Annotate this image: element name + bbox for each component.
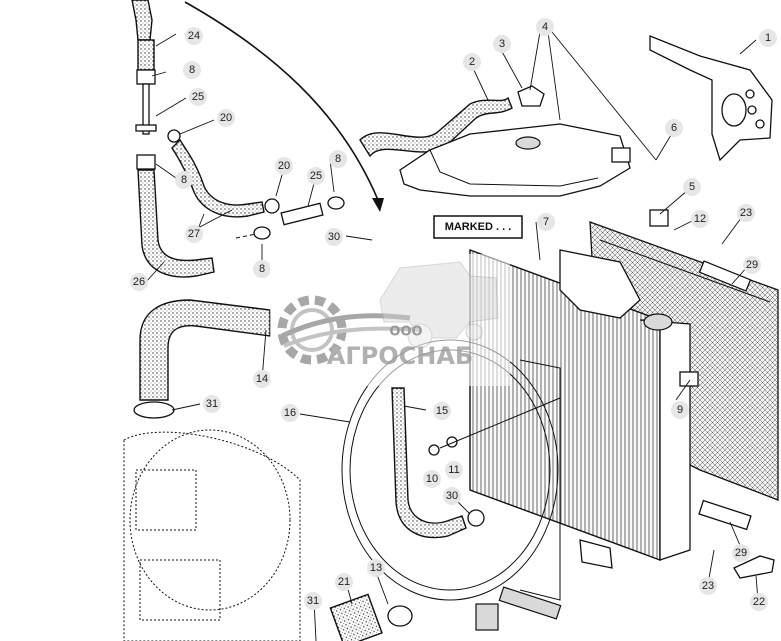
drain-plug xyxy=(733,555,775,579)
svg-text:15: 15 xyxy=(436,405,448,417)
callout-23a: 23 xyxy=(737,204,755,222)
hose-clamp-31-left xyxy=(133,401,175,419)
callout-30b: 30 xyxy=(443,487,461,505)
callout-20b: 20 xyxy=(275,157,293,175)
svg-text:4: 4 xyxy=(542,21,548,33)
marked-label-text: MARKED . . . xyxy=(445,221,512,233)
svg-text:8: 8 xyxy=(189,64,195,76)
svg-text:31: 31 xyxy=(206,398,218,410)
callout-26: 26 xyxy=(130,273,148,291)
callout-24: 24 xyxy=(185,27,203,45)
svg-text:9: 9 xyxy=(677,404,683,416)
callout-5: 5 xyxy=(683,178,701,196)
watermark-prefix: ООО xyxy=(389,325,422,340)
bolt-line xyxy=(439,397,561,449)
svg-text:11: 11 xyxy=(448,464,459,476)
gear-logo-icon xyxy=(277,295,421,365)
shroud-bracket xyxy=(649,35,773,162)
callout-31a: 31 xyxy=(203,395,221,413)
svg-text:1: 1 xyxy=(765,32,771,44)
callout-8a: 8 xyxy=(183,61,201,79)
engine-outline xyxy=(123,429,301,641)
callout-6: 6 xyxy=(665,119,683,137)
svg-text:22: 22 xyxy=(753,596,765,608)
svg-text:24: 24 xyxy=(188,30,200,42)
callout-9: 9 xyxy=(671,401,689,419)
callout-12: 12 xyxy=(691,210,709,228)
callout-14: 14 xyxy=(253,370,271,388)
callout-1: 1 xyxy=(759,29,777,47)
callout-4: 4 xyxy=(536,18,554,36)
radiator xyxy=(469,209,699,569)
svg-text:8: 8 xyxy=(181,174,187,186)
callout-25b: 25 xyxy=(307,167,325,185)
svg-text:6: 6 xyxy=(671,122,677,134)
svg-text:16: 16 xyxy=(284,407,296,419)
svg-text:23: 23 xyxy=(702,580,714,592)
lower-hose-21 xyxy=(329,593,383,641)
svg-text:29: 29 xyxy=(746,259,758,271)
bolt-10 xyxy=(428,444,440,456)
svg-text:21: 21 xyxy=(338,576,350,588)
svg-text:8: 8 xyxy=(259,263,265,275)
side-bar-lower xyxy=(698,499,752,531)
callout-27: 27 xyxy=(185,225,203,243)
callout-20a: 20 xyxy=(217,109,235,127)
svg-text:7: 7 xyxy=(543,216,549,228)
callout-16: 16 xyxy=(281,404,299,422)
callout-31b: 31 xyxy=(304,592,322,610)
svg-text:31: 31 xyxy=(307,595,319,607)
guide-curve xyxy=(184,1,379,201)
svg-text:25: 25 xyxy=(192,91,204,103)
callout-29a: 29 xyxy=(743,256,761,274)
side-bar-upper xyxy=(698,260,752,292)
svg-text:5: 5 xyxy=(689,181,695,193)
svg-text:26: 26 xyxy=(133,276,145,288)
svg-text:2: 2 xyxy=(469,56,475,68)
callout-8d: 8 xyxy=(253,260,271,278)
callout-3: 3 xyxy=(493,35,511,53)
combine-silhouette-icon xyxy=(379,261,499,349)
callout-2: 2 xyxy=(463,53,481,71)
svg-text:30: 30 xyxy=(446,490,458,502)
watermark: ООО АГРОСНАБ xyxy=(270,254,510,386)
svg-text:30: 30 xyxy=(328,231,340,243)
lower-left-hose xyxy=(139,299,271,401)
callout-30a: 30 xyxy=(325,228,343,246)
svg-text:20: 20 xyxy=(220,112,232,124)
callout-21: 21 xyxy=(335,573,353,591)
fan-shroud xyxy=(341,339,561,601)
callout-10: 10 xyxy=(423,470,441,488)
callout-15: 15 xyxy=(433,402,451,420)
svg-text:29: 29 xyxy=(735,547,747,559)
guide-arrow xyxy=(372,198,384,212)
callout-8c: 8 xyxy=(329,150,347,168)
clamp-13 xyxy=(387,605,413,627)
svg-text:14: 14 xyxy=(256,373,268,385)
watermark-name: АГРОСНАБ xyxy=(327,342,473,370)
callout-25a: 25 xyxy=(189,88,207,106)
callout-7: 7 xyxy=(537,213,555,231)
lower-strip xyxy=(498,586,562,620)
svg-text:10: 10 xyxy=(426,473,438,485)
svg-text:13: 13 xyxy=(370,562,382,574)
svg-text:27: 27 xyxy=(188,228,200,240)
callout-8b: 8 xyxy=(175,171,193,189)
svg-text:8: 8 xyxy=(335,153,341,165)
svg-text:23: 23 xyxy=(740,207,752,219)
svg-text:25: 25 xyxy=(310,170,322,182)
callout-23b: 23 xyxy=(699,577,717,595)
rubber-mount xyxy=(475,603,499,631)
svg-text:3: 3 xyxy=(499,38,505,50)
svg-text:12: 12 xyxy=(694,213,706,225)
callout-22: 22 xyxy=(750,593,768,611)
marked-label-box xyxy=(433,215,523,239)
callout-11: 11 xyxy=(445,461,463,479)
expansion-tank xyxy=(359,85,631,197)
callout-29b: 29 xyxy=(732,544,750,562)
callout-13: 13 xyxy=(367,559,385,577)
upper-left-hose-assembly xyxy=(131,0,215,278)
svg-text:20: 20 xyxy=(278,160,290,172)
